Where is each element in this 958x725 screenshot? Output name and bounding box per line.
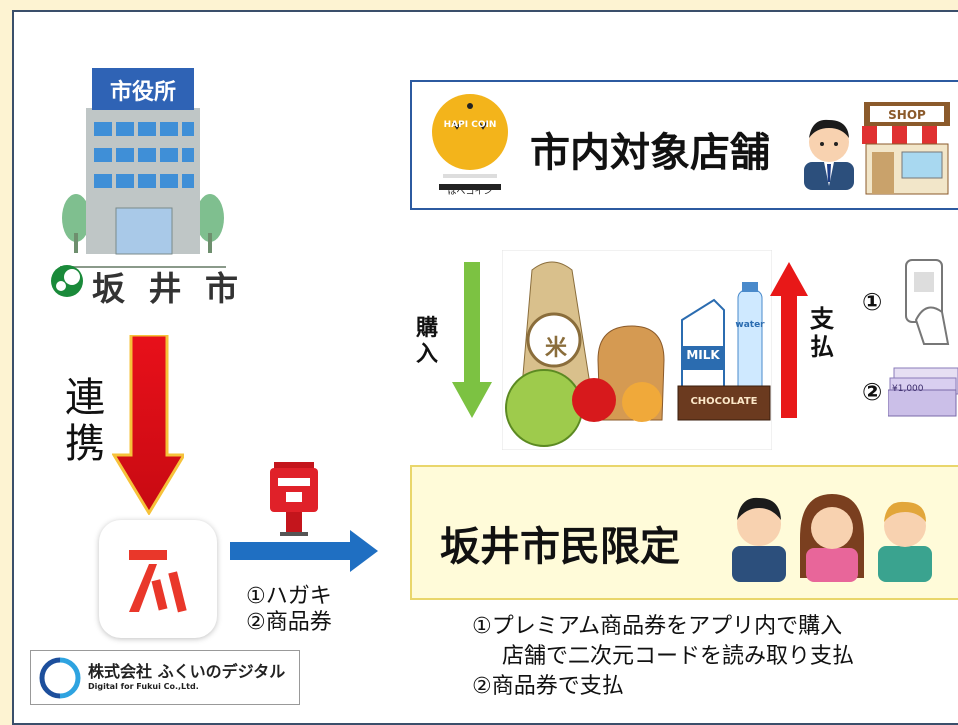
payment-option-2-marker: ②	[862, 378, 883, 406]
citizen-box	[410, 465, 958, 600]
goods-water-label: water	[735, 320, 765, 330]
goods-milk-label: MILK	[686, 348, 720, 362]
link-arrow	[112, 335, 184, 515]
buy-arrow	[452, 262, 492, 418]
note-line-1: ①プレミアム商品券をアプリ内で購入	[472, 614, 843, 639]
shop-box-title: 市内対象店舗	[530, 130, 770, 176]
company-mark-icon	[39, 657, 81, 699]
company-name: 株式会社 ふくいのデジタル	[88, 662, 286, 681]
company-name-en: Digital for Fukui Co.,Ltd.	[88, 682, 199, 691]
voucher-amount: ¥1,000	[892, 384, 924, 394]
hapi-coin-subtext: ほぺコイン	[447, 187, 493, 197]
city-logo-icon	[51, 265, 83, 297]
shop-sign: SHOP	[888, 108, 926, 122]
goods-chocolate-label: CHOCOLATE	[690, 396, 758, 407]
pay-label: 支払	[810, 305, 834, 361]
goods-rice-label: 米	[544, 336, 567, 361]
hapi-coin-text: HAPI COIN	[443, 120, 497, 130]
city-hall-icon	[60, 68, 226, 268]
mail-item-postcard: ①ハガキ	[246, 584, 332, 609]
pay-arrow	[770, 262, 808, 418]
post-box-icon	[270, 462, 318, 536]
smartphone-scan-icon	[905, 259, 950, 345]
fuku-app-icon	[99, 520, 217, 638]
citizen-box-title: 坂井市民限定	[440, 524, 680, 570]
company-logo	[30, 650, 300, 705]
buy-label: 購入	[415, 316, 438, 367]
voucher-tickets-icon	[888, 367, 958, 417]
note-line-2: 店舗で二次元コードを読み取り支払	[502, 644, 855, 669]
flow-arrow	[230, 530, 378, 572]
goods-illustration	[502, 250, 772, 450]
payment-option-1-marker: ①	[862, 288, 883, 316]
shop-building-icon	[862, 102, 952, 195]
hapi-coin-logo	[432, 94, 508, 190]
city-hall-sign: 市役所	[109, 80, 176, 105]
citizens-icon	[732, 494, 932, 582]
note-line-3: ②商品券で支払	[472, 674, 624, 699]
shop-clerk-icon	[804, 119, 854, 190]
city-name: 坂 井 市	[92, 269, 244, 308]
link-label: 連携	[65, 375, 105, 467]
mail-item-voucher: ②商品券	[246, 610, 332, 635]
